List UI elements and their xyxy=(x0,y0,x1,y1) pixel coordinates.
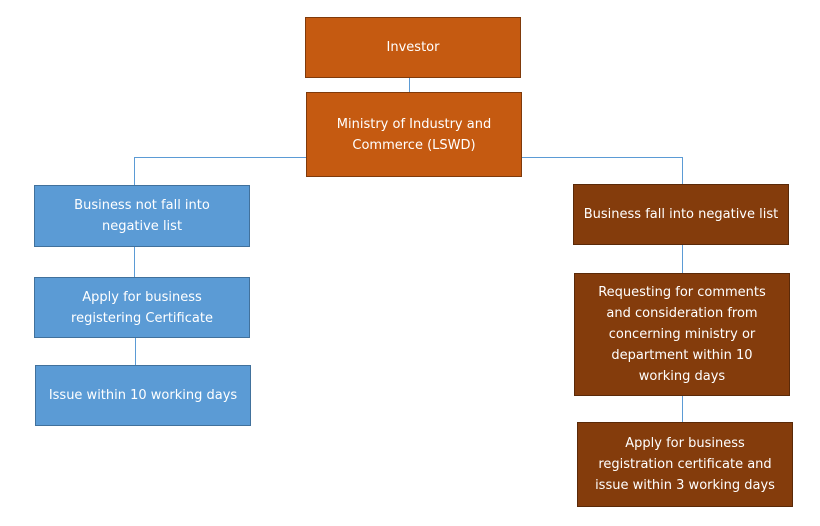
requesting-comments-node: Requesting for comments and consideratio… xyxy=(574,273,790,396)
connector-ministry-right xyxy=(522,157,683,184)
apply-issue-3-days-node: Apply for business registration certific… xyxy=(577,422,793,507)
negative-list-node: Business fall into negative list xyxy=(573,184,789,245)
investor-node: Investor xyxy=(305,17,521,78)
issue-10-days-node: Issue within 10 working days xyxy=(35,365,251,426)
connector-ministry-left xyxy=(134,157,306,185)
apply-certificate-node: Apply for business registering Certifica… xyxy=(34,277,250,338)
not-negative-list-node: Business not fall into negative list xyxy=(34,185,250,247)
ministry-node: Ministry of Industry and Commerce (LSWD) xyxy=(306,92,522,177)
